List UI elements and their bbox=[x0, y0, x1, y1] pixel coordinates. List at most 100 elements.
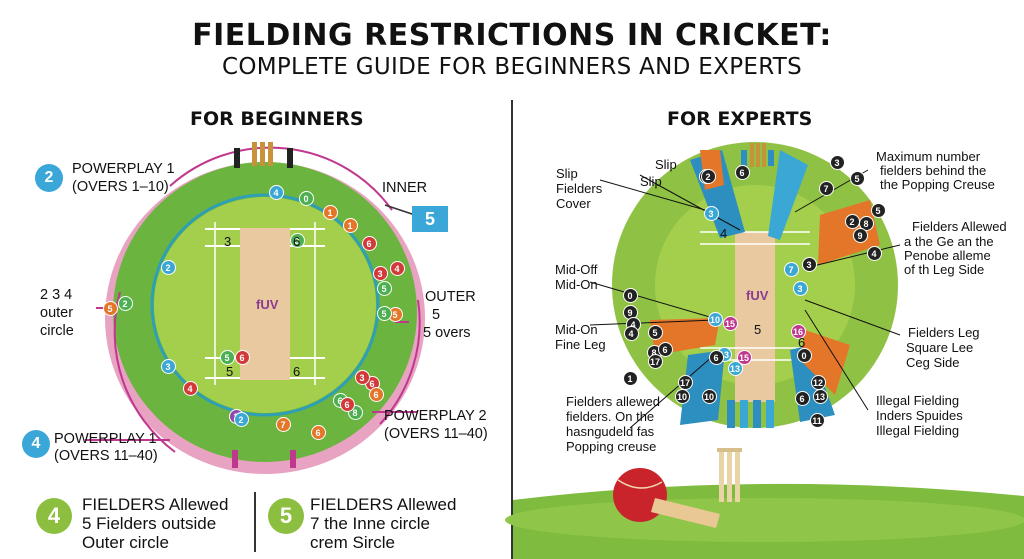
inner-circle-line bbox=[150, 193, 380, 417]
fielder-marker: 5 bbox=[647, 324, 663, 340]
page-title: FIELDING RESTRICTIONS IN CRICKET: bbox=[192, 18, 832, 53]
column-divider bbox=[511, 100, 513, 559]
mid-off-label: Mid-Off bbox=[555, 262, 598, 277]
fielder-marker: 3 bbox=[354, 369, 370, 385]
bottom-note-line2: fielders. On the bbox=[566, 409, 655, 424]
powerplay-b-badge: 4 bbox=[22, 430, 50, 458]
bottom-note-line1: Fielders allewed bbox=[566, 394, 660, 409]
footer2-line1: FIELDERS Allewed bbox=[310, 495, 457, 514]
outer-overs: 5 overs bbox=[423, 325, 471, 341]
fielder-marker: 6 bbox=[708, 349, 724, 365]
powerplay-b-label: POWERPLAY 1 bbox=[54, 431, 157, 447]
fine-leg-label: Fine Leg bbox=[555, 337, 606, 352]
fielder-marker: 5 bbox=[376, 280, 392, 296]
powerplay1-label: POWERPLAY 1 bbox=[72, 161, 175, 177]
powerplay1-overs: (OVERS 1–10) bbox=[72, 179, 169, 195]
fielder-marker: 0 bbox=[796, 347, 812, 363]
slip-label-2: Slip bbox=[640, 174, 662, 189]
fielder-marker: 6 bbox=[310, 424, 326, 440]
leg-note-line3: Penobe alleme bbox=[904, 248, 991, 263]
fielder-marker: 17 bbox=[677, 374, 693, 390]
fielder-marker: 1 bbox=[322, 204, 338, 220]
fielder-marker: 4 bbox=[268, 184, 284, 200]
square-note-line1: Fielders Leg bbox=[908, 325, 980, 340]
pitch-number: 6 bbox=[293, 234, 301, 249]
slip-left-line1: Slip bbox=[556, 166, 578, 181]
left-circle-line2: outer bbox=[40, 305, 74, 321]
fielder-marker: 13 bbox=[812, 388, 828, 404]
fielder-marker: 1 bbox=[622, 370, 638, 386]
slip-left-line2: Fielders bbox=[556, 181, 603, 196]
mid-on-label-2: Mid-On bbox=[555, 322, 598, 337]
pitch-logo: fUV bbox=[256, 297, 279, 312]
fielder-marker: 3 bbox=[703, 205, 719, 221]
expert-pitch-number: 5 bbox=[754, 322, 762, 337]
inner-label: INNER bbox=[382, 180, 428, 196]
fielder-marker: 6 bbox=[368, 386, 384, 402]
fielder-marker: 5 bbox=[376, 305, 392, 321]
fielder-marker: 0 bbox=[298, 190, 314, 206]
fielder-marker: 10 bbox=[701, 388, 717, 404]
footer2-badge: 5 bbox=[268, 498, 304, 534]
fielder-marker: 2 bbox=[700, 168, 716, 184]
expert-pitch-number: 4 bbox=[720, 226, 728, 241]
fielder-marker: 2 bbox=[844, 213, 860, 229]
boundary-arc-top bbox=[169, 146, 393, 211]
fielder-marker: 3 bbox=[160, 358, 176, 374]
page-subtitle: COMPLETE GUIDE FOR BEGINNERS AND EXPERTS bbox=[221, 54, 803, 80]
pitch-number: 6 bbox=[293, 364, 301, 379]
fielder-marker: 3 bbox=[829, 154, 845, 170]
leg-note-line4: of th Leg Side bbox=[904, 262, 985, 277]
fielder-marker: 15 bbox=[722, 315, 738, 331]
illegal-line3: Illegal Fielding bbox=[876, 423, 960, 438]
footer1-line1: FIELDERS Allewed bbox=[82, 495, 229, 514]
fielder-marker: 7 bbox=[783, 261, 799, 277]
fielder-marker: 7 bbox=[818, 180, 834, 196]
fielder-marker: 5 bbox=[849, 170, 865, 186]
fielder-marker: 6 bbox=[657, 341, 673, 357]
fielder-marker: 1 bbox=[342, 217, 358, 233]
fielder-marker: 16 bbox=[790, 323, 806, 339]
fielder-marker: 12 bbox=[810, 374, 826, 390]
pitch-number: 3 bbox=[224, 234, 232, 249]
powerplay2-label: POWERPLAY 2 bbox=[384, 408, 487, 424]
bottom-note-line3: hasngudeld fas bbox=[566, 424, 655, 439]
fielder-marker: 3 bbox=[372, 265, 388, 281]
fielder-marker: 4 bbox=[182, 380, 198, 396]
fielder-marker: 9 bbox=[852, 227, 868, 243]
fielder-marker: 7 bbox=[275, 416, 291, 432]
fielder-marker: 13 bbox=[727, 360, 743, 376]
cricket-bat bbox=[651, 498, 720, 528]
boundary-arc-left bbox=[113, 291, 176, 453]
outer-count: 5 bbox=[432, 307, 441, 323]
max-note-line3: the Popping Creuse bbox=[880, 177, 995, 192]
fielder-marker: 2 bbox=[160, 259, 176, 275]
footer2-line2: 7 the Inne circle bbox=[310, 514, 431, 533]
square-note-line2: Square Lee bbox=[906, 340, 974, 355]
footer1-line2: 5 Fielders outside bbox=[82, 514, 217, 533]
fielder-marker: 0 bbox=[622, 287, 638, 303]
fielder-marker: 5 bbox=[102, 300, 118, 316]
expert-pitch bbox=[735, 232, 775, 402]
fielder-marker: 5 bbox=[219, 349, 235, 365]
fielder-marker: 2 bbox=[233, 411, 249, 427]
max-note-line2: fielders behind the bbox=[880, 163, 987, 178]
fielder-marker: 10 bbox=[707, 311, 723, 327]
leg-note-line1: Fielders Allewed bbox=[912, 219, 1007, 234]
fielder-marker: 6 bbox=[361, 235, 377, 251]
fielder-marker: 2 bbox=[117, 295, 133, 311]
max-note-line1: Maximum number bbox=[876, 149, 981, 164]
fielder-marker: 3 bbox=[289, 232, 305, 248]
fielder-marker: 6 bbox=[339, 396, 355, 412]
footer1-badge: 4 bbox=[36, 498, 72, 534]
expert-pitch-logo: fUV bbox=[746, 288, 769, 303]
fielder-marker: 17 bbox=[647, 353, 663, 369]
square-note-line3: Ceg Side bbox=[906, 355, 960, 370]
powerplay-b-overs: (OVERS 11–40) bbox=[54, 448, 158, 464]
fielder-marker: 4 bbox=[623, 325, 639, 341]
powerplay1-badge: 2 bbox=[35, 164, 63, 192]
fielder-marker: 6 bbox=[234, 349, 250, 365]
fielder-marker: 3 bbox=[792, 280, 808, 296]
leg-note-line2: a the Ge an the bbox=[904, 234, 994, 249]
